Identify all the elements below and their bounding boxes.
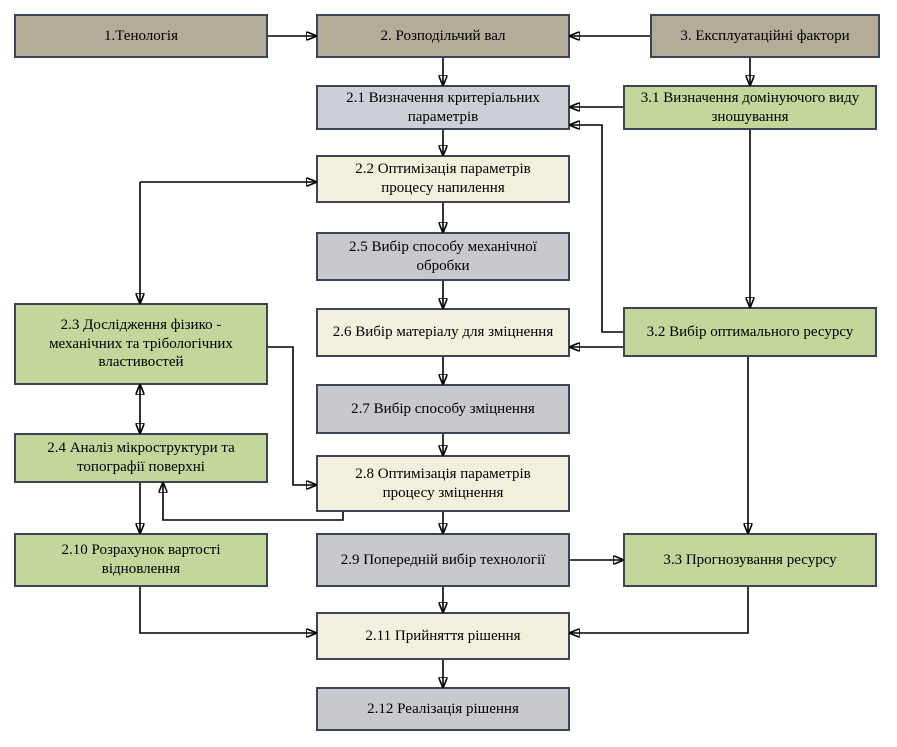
node-2-1-criteria-parameters: 2.1 Визначення критеріальних параметрів (316, 85, 570, 130)
node-2-10-restoration-cost: 2.10 Розрахунок вартості відновлення (14, 533, 268, 587)
node-2-camshaft: 2. Розподільчий вал (316, 14, 570, 58)
node-2-2-spraying-optimization: 2.2 Оптимізація параметрів процесу напил… (316, 155, 570, 203)
node-2-5-machining-method: 2.5 Вибір способу механічної обробки (316, 232, 570, 281)
node-2-12-decision-implementation: 2.12 Реалізація рішення (316, 687, 570, 731)
node-2-3-properties-research: 2.3 Дослідження фізико - механічних та т… (14, 303, 268, 385)
node-2-7-hardening-method: 2.7 Вибір способу зміцнення (316, 384, 570, 434)
node-3-3-resource-forecasting: 3.3 Прогнозування ресурсу (623, 533, 877, 587)
arrow-2-3-to-2-8 (268, 346, 316, 485)
node-2-11-decision-making: 2.11 Прийняття рішення (316, 612, 570, 660)
node-2-8-hardening-optimization: 2.8 Оптимізація параметрів процесу зміцн… (316, 455, 570, 512)
node-2-9-preliminary-choice: 2.9 Попередній вибір технології (316, 533, 570, 587)
arrow-3-3-to-2-11 (570, 587, 749, 633)
node-3-2-optimal-resource: 3.2 Вибір оптимального ресурсу (623, 307, 877, 357)
arrow-2-10-to-2-11 (139, 587, 316, 633)
node-3-operational-factors: 3. Експлуатаційні фактори (650, 14, 880, 58)
node-3-1-dominant-wear-type: 3.1 Визначення домінуючого виду зношуван… (623, 85, 877, 130)
node-1-technology: 1.Тенологія (14, 14, 268, 58)
node-2-6-hardening-material: 2.6 Вибір матеріалу для зміцнення (316, 308, 570, 357)
arrow-3-2-to-2-1 (570, 125, 623, 333)
node-2-4-microstructure-analysis: 2.4 Аналіз мікроструктури та топографії … (14, 433, 268, 483)
